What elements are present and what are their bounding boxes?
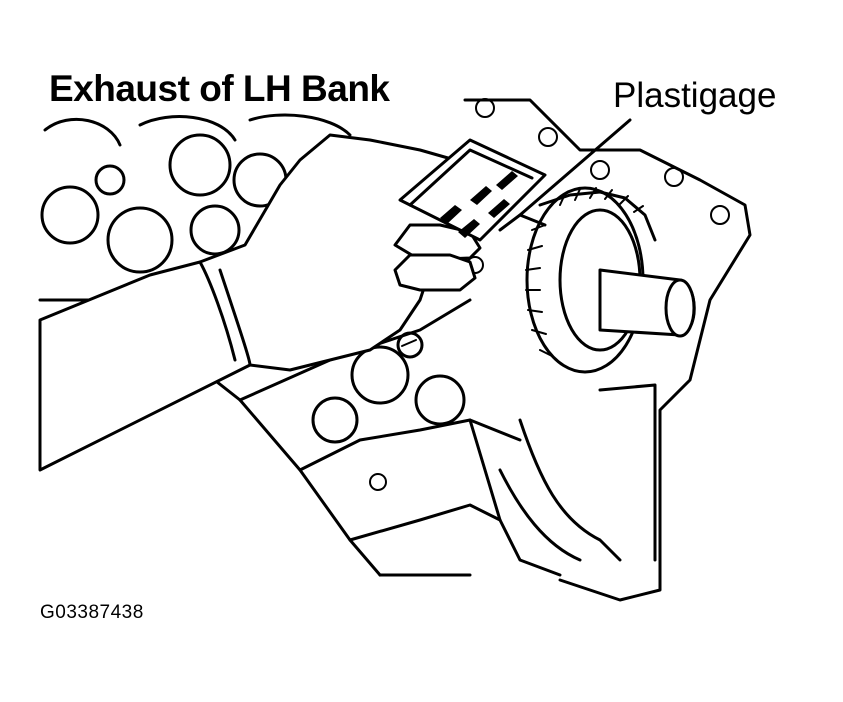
- plastigage-leader-line: [518, 118, 632, 217]
- hand-with-plastigage: [38, 133, 547, 472]
- figure-code: G03387438: [40, 602, 144, 623]
- camshaft-gear: [498, 186, 696, 374]
- diagram-title: Exhaust of LH Bank: [49, 68, 390, 109]
- cam-housing: [463, 98, 752, 602]
- plastigage-label: Plastigage: [613, 76, 777, 115]
- cylinder-head-outline: [38, 298, 562, 577]
